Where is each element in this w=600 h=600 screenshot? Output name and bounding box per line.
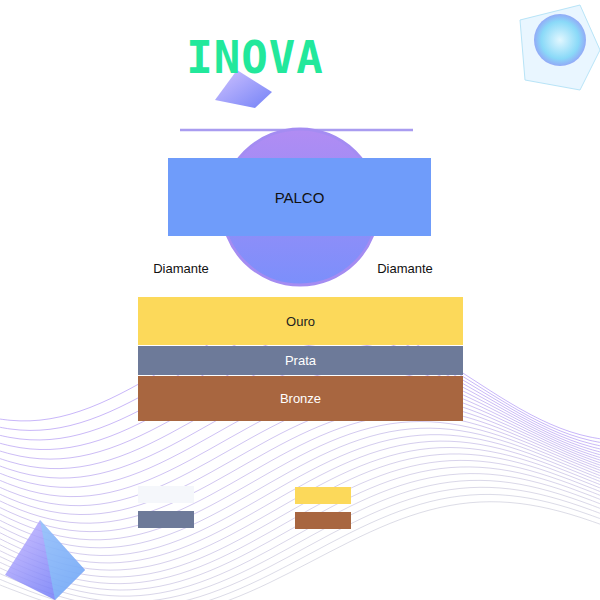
wave-line [0, 343, 600, 451]
wave-line [0, 428, 600, 548]
wave-line [0, 454, 600, 577]
wave-line [0, 422, 600, 540]
pyramid-icon [5, 520, 85, 600]
cube-icon [520, 5, 600, 90]
wave-line [0, 435, 600, 556]
silver-band: Prata [138, 346, 463, 375]
bronze-band: Bronze [138, 376, 463, 421]
wave-line [0, 487, 600, 600]
legend-swatches [138, 486, 351, 529]
swatch [295, 512, 351, 529]
wave-line [0, 467, 600, 590]
wave-line [0, 408, 600, 523]
stage-box: PALCO [168, 158, 431, 236]
band-label: Prata [285, 353, 316, 368]
area-label: Diamante [377, 261, 433, 276]
swatch [295, 487, 351, 504]
wave-line [0, 474, 600, 597]
gold-band: Ouro [138, 297, 463, 345]
area-label: Diamante [153, 261, 209, 276]
page-title: INOVA [186, 32, 323, 83]
wave-line [0, 441, 600, 563]
band-label: Bronze [280, 391, 321, 406]
wave-line [0, 333, 600, 447]
wave-line [0, 460, 600, 583]
band-label: Ouro [286, 314, 315, 329]
wave-line [0, 480, 600, 600]
wave-line [0, 361, 600, 469]
wave-lines [0, 313, 600, 600]
wave-line [0, 370, 600, 478]
wave-line [0, 378, 600, 488]
swatch [138, 511, 194, 528]
wave-line [0, 386, 600, 497]
band-label: PALCO [275, 189, 325, 206]
swatch [138, 486, 194, 503]
